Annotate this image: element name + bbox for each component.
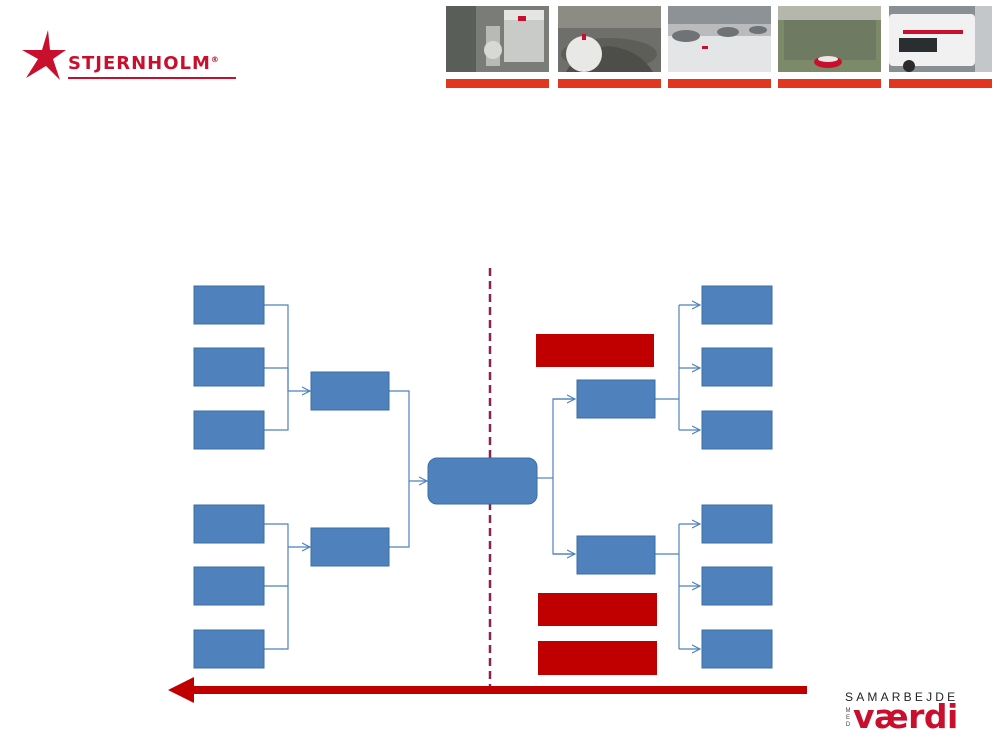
thumbnail-service-van xyxy=(889,6,992,88)
basin-photo xyxy=(778,6,881,72)
star-icon xyxy=(22,30,66,80)
thumbnail-sinks xyxy=(668,6,771,88)
right-box-1 xyxy=(701,285,773,325)
mid-left-box-2 xyxy=(310,527,390,567)
connectors-left-bottom xyxy=(264,523,310,650)
left-box-6 xyxy=(193,629,265,669)
thumbnail-bar xyxy=(558,79,661,88)
left-box-1 xyxy=(193,285,265,325)
connectors-to-center xyxy=(389,390,427,548)
red-label-1 xyxy=(536,334,654,367)
stjernholm-logo: STJERNHOLM® xyxy=(22,28,236,82)
sinks-photo xyxy=(668,6,771,72)
motto-top-text: SAMARBEJDE xyxy=(845,690,959,704)
center-box xyxy=(427,457,538,505)
right-box-4 xyxy=(701,504,773,544)
connectors-right-bottom xyxy=(655,524,700,649)
thumbnail-equipment xyxy=(446,6,549,88)
logo-text: STJERNHOLM® xyxy=(68,53,220,74)
thumbnail-bar xyxy=(889,79,992,88)
right-box-2 xyxy=(701,347,773,387)
mid-right-box-1 xyxy=(576,379,656,419)
thumbnail-bar xyxy=(668,79,771,88)
left-box-4 xyxy=(193,504,265,544)
equipment-photo xyxy=(446,6,549,72)
red-label-3 xyxy=(538,641,657,675)
right-box-3 xyxy=(701,410,773,450)
left-arrow xyxy=(168,677,807,703)
tank-dome-photo xyxy=(558,6,661,72)
mid-right-box-2 xyxy=(576,535,656,575)
service-van-photo xyxy=(889,6,992,72)
mid-left-box-1 xyxy=(310,371,390,411)
left-box-5 xyxy=(193,566,265,606)
right-box-6 xyxy=(701,629,773,669)
thumbnail-bar xyxy=(446,79,549,88)
right-box-5 xyxy=(701,566,773,606)
connectors-right-top xyxy=(655,305,700,430)
red-label-2 xyxy=(538,593,657,626)
logo-underline xyxy=(68,77,236,79)
thumbnail-bar xyxy=(778,79,881,88)
left-box-3 xyxy=(193,410,265,450)
thumbnail-basin xyxy=(778,6,881,88)
left-box-2 xyxy=(193,347,265,387)
motto-big-text: værdi xyxy=(853,697,958,736)
connectors-from-center xyxy=(537,399,575,554)
thumbnail-tank-dome xyxy=(558,6,661,88)
connectors-left-top xyxy=(264,304,310,431)
